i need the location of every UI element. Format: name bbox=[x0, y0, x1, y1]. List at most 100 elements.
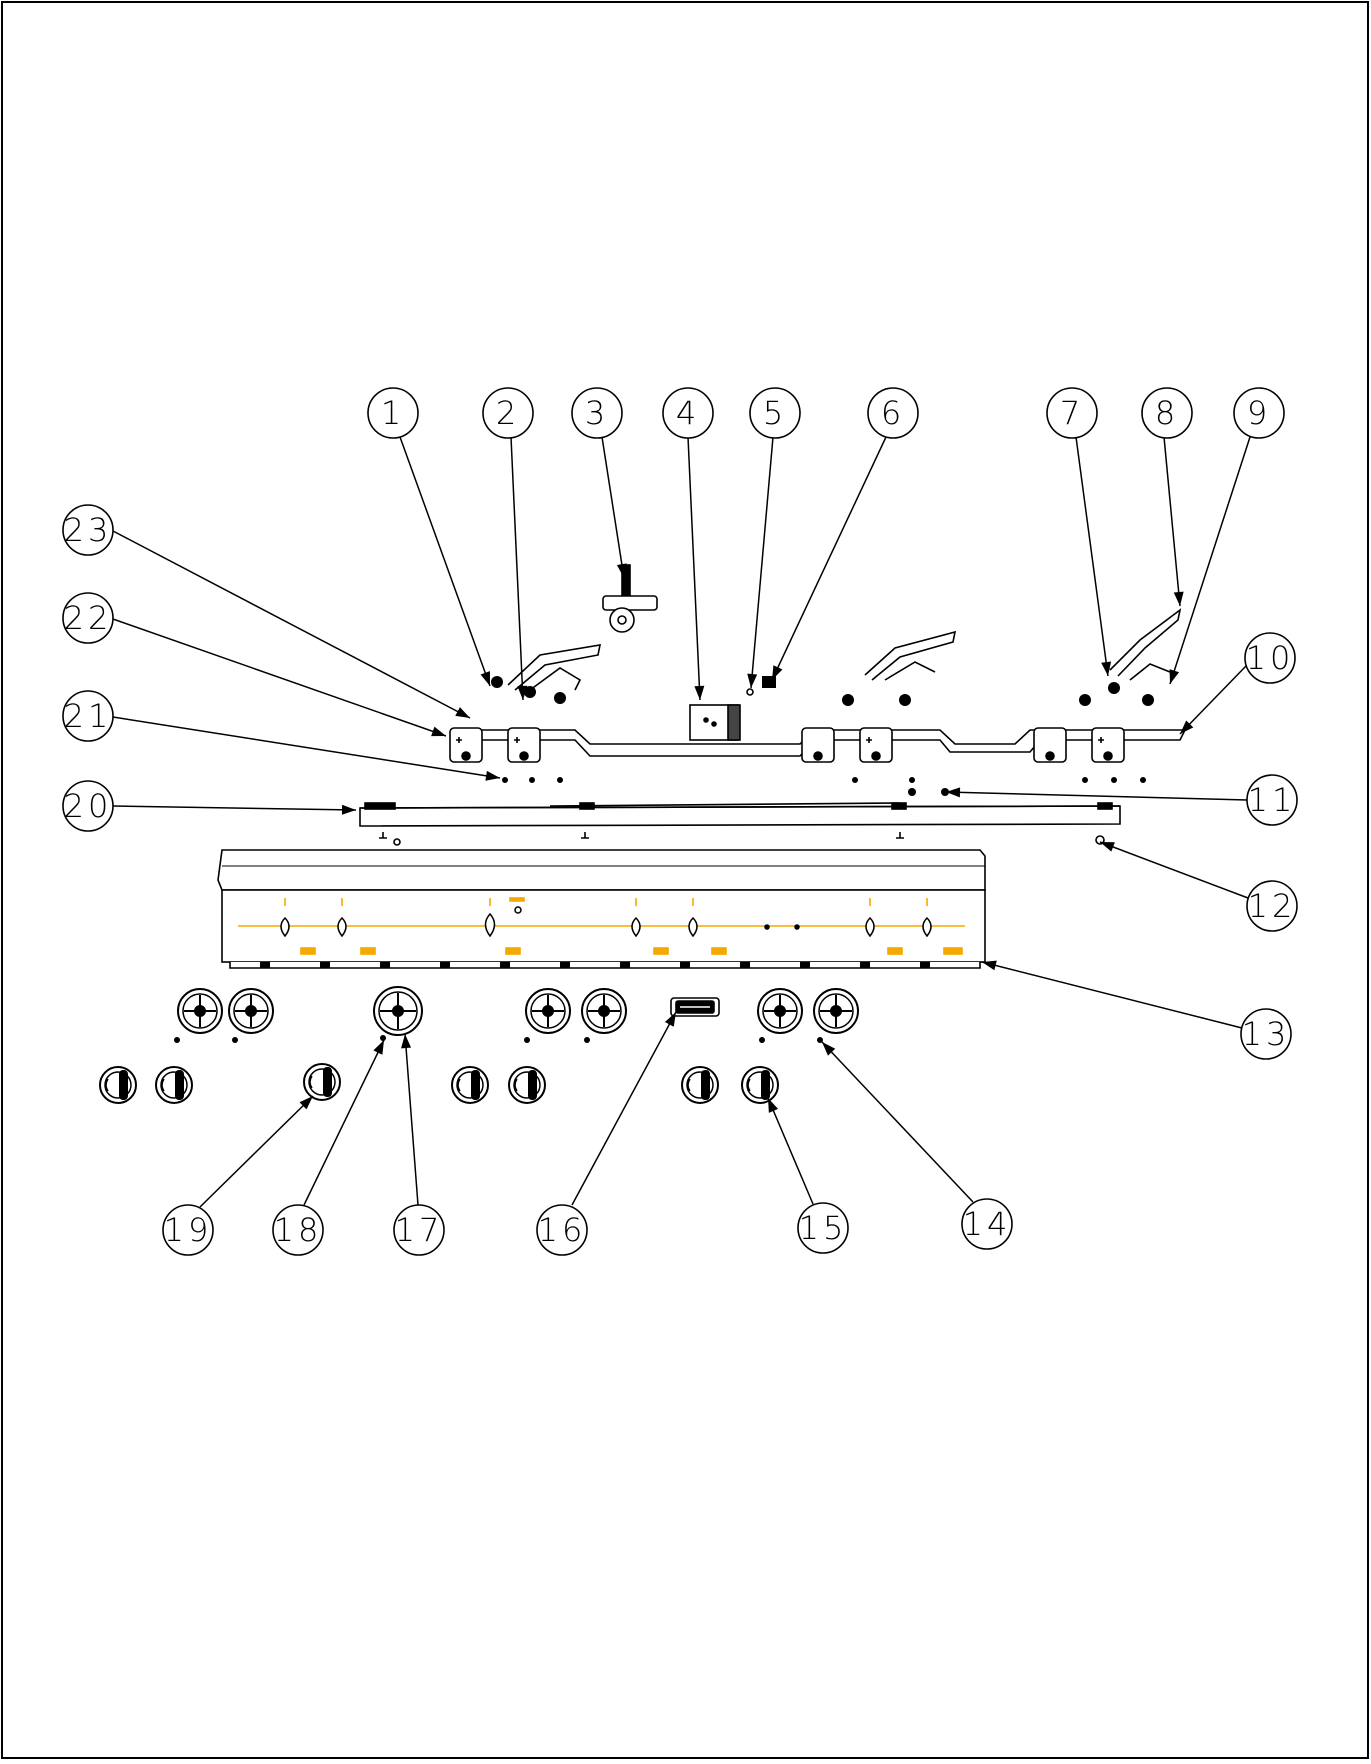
leader-line-2 bbox=[510, 436, 524, 701]
arrowhead-22 bbox=[431, 726, 446, 737]
callout-6: 6 bbox=[867, 387, 919, 439]
callout-circle bbox=[1240, 1008, 1292, 1060]
callout-circle bbox=[867, 387, 919, 439]
arrowhead-21 bbox=[485, 770, 500, 781]
callout-21: 21 bbox=[62, 690, 114, 742]
arrowhead-3 bbox=[616, 563, 627, 578]
brand-logo-badge bbox=[670, 997, 720, 1017]
leader-line-8 bbox=[1163, 436, 1181, 607]
callout-circle bbox=[162, 1204, 214, 1256]
callout-number: 17 bbox=[395, 1211, 444, 1249]
callout-circle bbox=[272, 1204, 324, 1256]
callout-circle bbox=[571, 387, 623, 439]
callout-4: 4 bbox=[662, 387, 714, 439]
arrowhead-4 bbox=[694, 685, 705, 700]
callout-leaders bbox=[112, 436, 1251, 1208]
bezel-1 bbox=[177, 988, 223, 1034]
arrowhead-18 bbox=[373, 1040, 384, 1055]
valve-screws bbox=[502, 777, 1146, 796]
leader-line-5 bbox=[750, 436, 774, 689]
callout-circle bbox=[1244, 632, 1296, 684]
valve-body-1 bbox=[449, 727, 483, 763]
valve-body-6 bbox=[1091, 727, 1125, 763]
panel-graphics bbox=[238, 897, 965, 955]
callout-number: 9 bbox=[1247, 394, 1271, 432]
callout-15: 15 bbox=[797, 1202, 849, 1254]
callout-7: 7 bbox=[1046, 387, 1098, 439]
valve-body-3 bbox=[801, 727, 835, 763]
callout-circle bbox=[62, 690, 114, 742]
knob-3 bbox=[303, 1063, 341, 1101]
callout-circle bbox=[367, 387, 419, 439]
small-fastener bbox=[746, 688, 754, 696]
callout-number: 4 bbox=[676, 394, 700, 432]
callout-number: 19 bbox=[164, 1211, 213, 1249]
bezel-7 bbox=[813, 988, 859, 1034]
callout-number: 3 bbox=[585, 394, 609, 432]
regulator-fitting bbox=[602, 564, 658, 633]
callout-19: 19 bbox=[162, 1204, 214, 1256]
arrowhead-20 bbox=[341, 804, 356, 815]
leader-line-19 bbox=[199, 1095, 314, 1208]
callout-number: 2 bbox=[496, 394, 520, 432]
leader-line-6 bbox=[771, 436, 887, 681]
callout-circle bbox=[961, 1198, 1013, 1250]
knob-7 bbox=[741, 1066, 779, 1104]
rail-screws bbox=[379, 832, 1105, 846]
callout-circle bbox=[749, 387, 801, 439]
callout-12: 12 bbox=[1246, 880, 1298, 932]
callout-13: 13 bbox=[1240, 1008, 1292, 1060]
arrowhead-6 bbox=[772, 665, 783, 680]
callout-number: 22 bbox=[64, 599, 113, 637]
leader-line-14 bbox=[821, 1041, 974, 1203]
knob-5 bbox=[508, 1066, 546, 1104]
knob-6 bbox=[681, 1066, 719, 1104]
knob-4 bbox=[451, 1066, 489, 1104]
bezel-5 bbox=[581, 988, 627, 1034]
callout-8: 8 bbox=[1141, 387, 1193, 439]
arrowhead-23 bbox=[455, 707, 470, 718]
callout-2: 2 bbox=[482, 387, 534, 439]
arrowhead-16 bbox=[664, 1012, 676, 1027]
valve-body-2 bbox=[507, 727, 541, 763]
callout-16: 16 bbox=[536, 1204, 588, 1256]
callout-14: 14 bbox=[961, 1198, 1013, 1250]
callout-circle bbox=[482, 387, 534, 439]
control-knobs bbox=[99, 1063, 779, 1104]
valve-body-5 bbox=[1033, 727, 1067, 763]
callout-22: 22 bbox=[62, 592, 114, 644]
leader-line-18 bbox=[303, 1039, 385, 1206]
callout-number: 14 bbox=[963, 1205, 1012, 1243]
arrowhead-14 bbox=[822, 1042, 836, 1056]
leader-line-11 bbox=[945, 791, 1248, 801]
arrowhead-1 bbox=[480, 671, 490, 686]
leader-line-20 bbox=[112, 805, 357, 811]
callout-number: 1 bbox=[381, 394, 405, 432]
knob-openings bbox=[280, 906, 932, 938]
callout-circle bbox=[1141, 387, 1193, 439]
callout-number: 20 bbox=[64, 787, 113, 825]
callout-23: 23 bbox=[62, 504, 114, 556]
callout-number: 8 bbox=[1155, 394, 1179, 432]
callout-1: 1 bbox=[367, 387, 419, 439]
leader-line-10 bbox=[1179, 665, 1247, 735]
callout-number: 7 bbox=[1060, 394, 1084, 432]
callout-number: 11 bbox=[1248, 781, 1297, 819]
callout-number: 10 bbox=[1246, 639, 1295, 677]
arrowhead-10 bbox=[1180, 720, 1194, 734]
arrowhead-7 bbox=[1101, 661, 1112, 676]
bezel-3 bbox=[373, 986, 423, 1036]
leader-line-7 bbox=[1075, 436, 1109, 677]
knob-2 bbox=[155, 1066, 193, 1104]
leader-line-16 bbox=[571, 1011, 677, 1206]
valve-body-4 bbox=[859, 727, 893, 763]
callout-9: 9 bbox=[1233, 387, 1285, 439]
leader-line-23 bbox=[112, 530, 471, 719]
callout-11: 11 bbox=[1246, 774, 1298, 826]
arrowhead-8 bbox=[1173, 591, 1184, 606]
callout-20: 20 bbox=[62, 780, 114, 832]
callout-18: 18 bbox=[272, 1204, 324, 1256]
